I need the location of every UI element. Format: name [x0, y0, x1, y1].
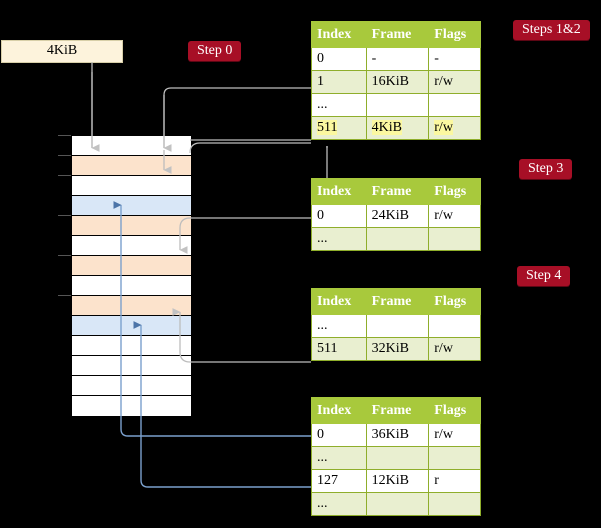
memory-row	[72, 356, 191, 376]
column-header-index: Index	[311, 288, 367, 315]
memory-row	[72, 396, 191, 416]
cell-index: 1	[311, 70, 367, 94]
cell-frame: 24KiB	[365, 204, 430, 228]
cell-frame: 32KiB	[365, 337, 430, 361]
cell-index: 0	[311, 423, 367, 447]
cell-index: 127	[311, 469, 367, 493]
cell-flags	[428, 492, 481, 516]
cell-flags	[428, 446, 481, 470]
column-header-flags: Flags	[428, 21, 481, 48]
memory-row	[72, 216, 191, 236]
cell-flags: r	[428, 469, 481, 493]
cell-frame	[365, 492, 430, 516]
memory-row	[72, 316, 191, 336]
cell-flags-text: r/w	[434, 120, 453, 135]
memory-row	[72, 136, 191, 156]
pml4-table: Index Frame Flags 0 - - 1 16KiB r/w ...	[311, 21, 481, 140]
memory-tick	[58, 175, 71, 176]
cell-flags: r/w	[428, 423, 481, 447]
memory-tick	[58, 135, 71, 136]
column-header-flags: Flags	[428, 397, 481, 424]
column-header-frame: Frame	[365, 21, 430, 48]
column-header-flags: Flags	[428, 288, 481, 315]
virtual-address-box: 4KiB	[1, 40, 123, 63]
memory-row	[72, 176, 191, 196]
cell-flags: r/w	[428, 204, 481, 228]
table-row: 0 - -	[311, 47, 481, 71]
cell-index: ...	[311, 314, 367, 338]
column-header-frame: Frame	[365, 288, 430, 315]
cell-flags: r/w	[428, 70, 481, 94]
cell-frame: 12KiB	[365, 469, 430, 493]
memory-tick	[58, 155, 71, 156]
column-header-index: Index	[311, 178, 367, 205]
table-row: ...	[311, 314, 481, 338]
cell-index: 511	[311, 337, 367, 361]
table-row: 127 12KiB r	[311, 469, 481, 493]
cell-flags	[428, 93, 481, 117]
step-4-badge: Step 4	[517, 266, 571, 286]
step-3-badge: Step 3	[519, 159, 573, 179]
pdp-table: Index Frame Flags 0 24KiB r/w ...	[311, 178, 481, 251]
memory-tick	[58, 255, 71, 256]
pt-table: Index Frame Flags 0 36KiB r/w ... 127 12…	[311, 397, 481, 516]
table-row: 1 16KiB r/w	[311, 70, 481, 94]
cell-frame: 36KiB	[365, 423, 430, 447]
table-row: ...	[311, 227, 481, 251]
column-header-flags: Flags	[428, 178, 481, 205]
cell-index: ...	[311, 227, 367, 251]
cell-index: ...	[311, 446, 367, 470]
table-row: ...	[311, 492, 481, 516]
cell-flags	[428, 314, 481, 338]
table-row: 511 32KiB r/w	[311, 337, 481, 361]
memory-tick	[58, 215, 71, 216]
cell-frame	[365, 93, 430, 117]
column-header-frame: Frame	[365, 178, 430, 205]
column-header-frame: Frame	[365, 397, 430, 424]
table-row: 0 24KiB r/w	[311, 204, 481, 228]
memory-tick	[58, 295, 71, 296]
table-header-row: Index Frame Flags	[311, 288, 481, 315]
physical-memory-column	[71, 135, 191, 416]
table-header-row: Index Frame Flags	[311, 21, 481, 48]
cell-frame: -	[365, 47, 430, 71]
table-header-row: Index Frame Flags	[311, 397, 481, 424]
cell-index: 0	[311, 47, 367, 71]
cell-flags: r/w	[428, 337, 481, 361]
pd-table: Index Frame Flags ... 511 32KiB r/w	[311, 288, 481, 361]
cell-index: 511	[311, 116, 367, 140]
cell-index: ...	[311, 93, 367, 117]
cell-frame: 16KiB	[365, 70, 430, 94]
memory-row	[72, 336, 191, 356]
table-row: 0 36KiB r/w	[311, 423, 481, 447]
memory-row	[72, 296, 191, 316]
cell-flags	[428, 227, 481, 251]
memory-row	[72, 156, 191, 176]
cell-flags: -	[428, 47, 481, 71]
steps-1-2-badge: Steps 1&2	[513, 20, 590, 40]
cell-index-text: 511	[317, 120, 338, 135]
column-header-index: Index	[311, 21, 367, 48]
table-row: ...	[311, 93, 481, 117]
memory-row	[72, 376, 191, 396]
cell-flags: r/w	[428, 116, 481, 140]
cell-frame: 4KiB	[365, 116, 430, 140]
step-0-badge: Step 0	[188, 41, 242, 61]
cell-frame	[365, 314, 430, 338]
memory-row	[72, 276, 191, 296]
table-header-row: Index Frame Flags	[311, 178, 481, 205]
cell-index: 0	[311, 204, 367, 228]
memory-row	[72, 256, 191, 276]
column-header-index: Index	[311, 397, 367, 424]
memory-row	[72, 236, 191, 256]
table-row-highlighted: 511 4KiB r/w	[311, 116, 481, 140]
cell-index: ...	[311, 492, 367, 516]
cell-frame	[365, 446, 430, 470]
table-row: ...	[311, 446, 481, 470]
cell-frame-text: 4KiB	[371, 120, 403, 135]
memory-row	[72, 196, 191, 216]
cell-frame	[365, 227, 430, 251]
